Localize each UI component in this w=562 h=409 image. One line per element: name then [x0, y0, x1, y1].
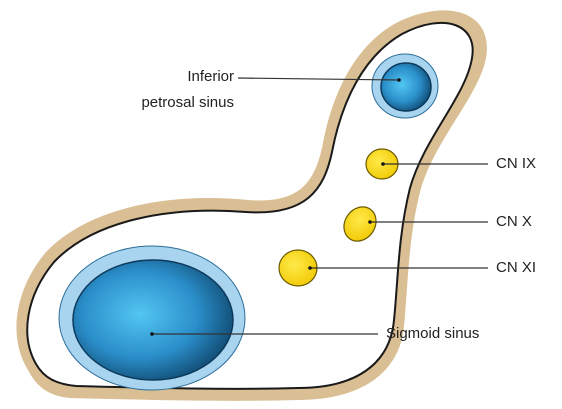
- inferior-petrosal-sinus-core: [381, 63, 431, 111]
- sigmoid-sinus-core: [73, 260, 233, 380]
- label-inferior-petrosal-line1: Inferior: [140, 68, 234, 86]
- label-cn-xi: CN XI: [496, 259, 536, 277]
- leader-dot-inferior-petrosal: [397, 78, 401, 82]
- leader-dot-cn-xi: [308, 266, 312, 270]
- label-cn-x: CN X: [496, 213, 532, 231]
- label-sigmoid-sinus: Sigmoid sinus: [386, 325, 479, 343]
- label-inferior-petrosal-line2: petrosal sinus: [120, 94, 234, 112]
- leader-dot-cn-ix: [381, 162, 385, 166]
- label-cn-ix: CN IX: [496, 155, 536, 173]
- leader-dot-cn-x: [368, 220, 372, 224]
- leader-dot-sigmoid-sinus: [150, 332, 154, 336]
